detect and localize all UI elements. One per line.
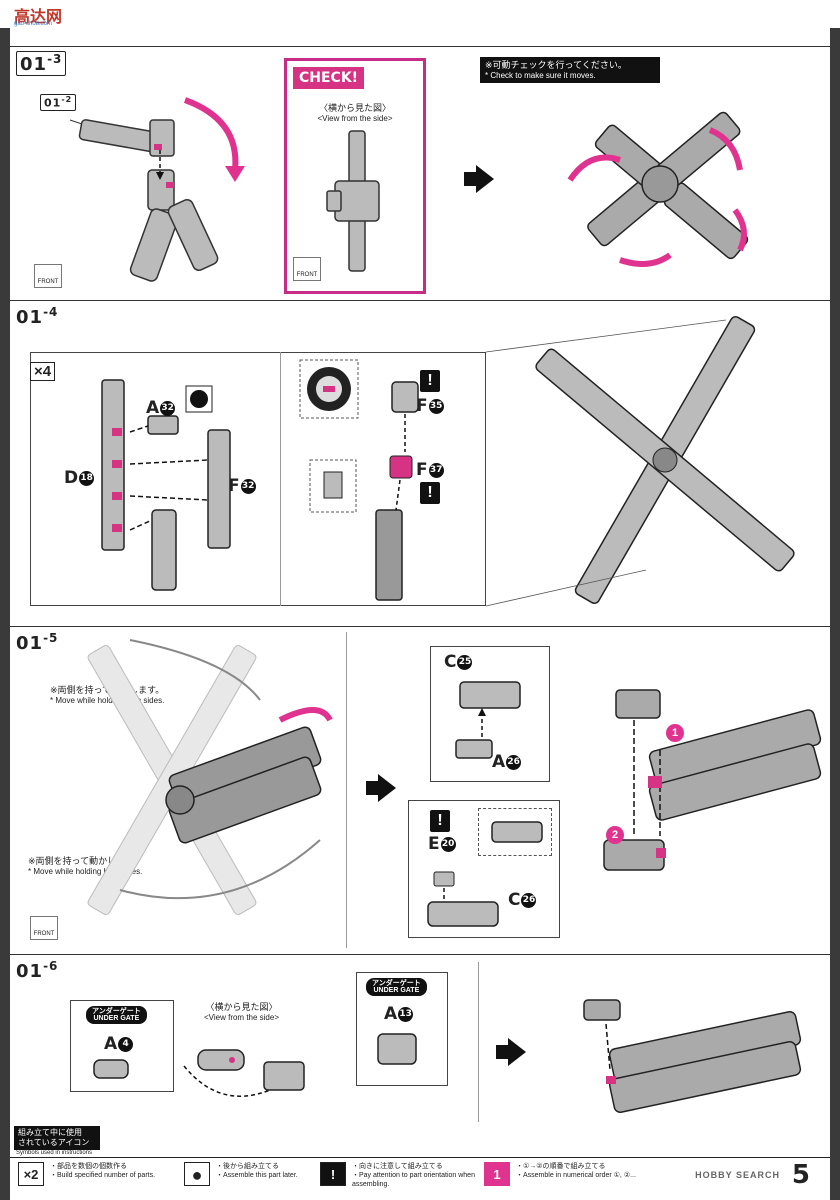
- step-01-4-section: 01-4: [10, 300, 830, 626]
- a4-assembly-illustration: [183, 1049, 305, 1097]
- orientation-warning-icon: !: [420, 370, 440, 392]
- d18-frame-illustration: [101, 379, 231, 591]
- f35-f37-illustration: [299, 359, 419, 601]
- folding-frame-illustration: [87, 639, 333, 915]
- x-joint-movement-illustration: [567, 111, 749, 267]
- next-arrow-icon-2: [366, 774, 396, 802]
- orientation-warning-icon-3: !: [430, 810, 450, 832]
- site-logo-sub: gao-shou.com: [14, 21, 53, 27]
- hold-both-sides-note-2: ※両側を持って動かします。 * Move while holding both …: [28, 856, 143, 876]
- front-indicator-icon-2: FRONT: [30, 916, 58, 940]
- finished-assembly-illustration: [583, 999, 802, 1114]
- legend-item-multiply: ×2 ・部品を数個の個数作る ・Build specified number o…: [18, 1160, 188, 1190]
- side-view-illustration: [326, 130, 380, 272]
- check-panel: CHECK! 〈横から見た図〉 <View from the side> FRO…: [284, 58, 426, 294]
- step-01-5-section: 01-5: [10, 626, 830, 954]
- step-01-5-divider: [346, 632, 347, 948]
- check-front-icon: FRONT: [293, 257, 321, 281]
- x-frame-assembled-illustration: [535, 316, 795, 604]
- legend-item-order: 1 ・①→②の順番で組み立てる ・Assemble in numerical o…: [484, 1160, 664, 1190]
- multiply-icon: ×2: [18, 1162, 44, 1186]
- next-arrow-icon-3: [496, 1038, 526, 1066]
- view-from-side-caption: 〈横から見た図〉 <View from the side>: [204, 1002, 280, 1022]
- order-legend-icon: 1: [484, 1162, 510, 1186]
- assemble-later-icon: [185, 385, 213, 413]
- step-01-6-label: 01-6: [16, 959, 59, 982]
- c25-a26-illustration: [455, 681, 521, 759]
- step-01-4-detail-frame: [30, 352, 486, 606]
- check-tag: CHECK!: [293, 67, 365, 89]
- order-number-2: 2: [606, 826, 624, 844]
- e20-zoom-box: [478, 808, 552, 856]
- zoom-lines: [485, 319, 727, 607]
- detail-divider: [280, 352, 281, 606]
- next-arrow-icon: [464, 165, 494, 193]
- a13-part-illustration: [377, 1033, 417, 1065]
- legend-item-later: ● ・後から組み立てる ・Assemble this part later.: [184, 1160, 324, 1190]
- assembled-base-illustration: [603, 689, 822, 871]
- step-01-6-section: 01-6: [10, 954, 830, 1126]
- e20-c26-detail-frame: [408, 800, 560, 938]
- orientation-legend-icon: !: [320, 1162, 346, 1186]
- a13-detail-frame: [356, 972, 448, 1086]
- step-01-3-label: 01-3: [16, 51, 67, 76]
- c25-a26-detail-frame: [430, 646, 550, 782]
- check-view-caption: 〈横から見た図〉 <View from the side>: [317, 103, 393, 123]
- order-number-1: 1: [666, 724, 684, 742]
- step-01-5-label: 01-5: [16, 631, 59, 654]
- arm-joint-illustration: [69, 97, 245, 282]
- orientation-warning-icon-2: !: [420, 482, 440, 504]
- e20-c26-illustration: [427, 821, 543, 927]
- legend-footer: [10, 1157, 830, 1193]
- legend-item-orientation: ! ・向きに注意して組み立てる ・Pay attention to part o…: [320, 1160, 490, 1190]
- step-01-6-divider: [478, 962, 479, 1122]
- a4-detail-frame: [70, 1000, 174, 1092]
- site-logo: 高达网: [14, 7, 63, 26]
- legend-title-en: Symbols used in instructions: [16, 1150, 93, 1156]
- hobby-search-watermark: HOBBY SEARCH: [695, 1170, 780, 1180]
- movement-check-note: ※可動チェックを行ってください。 * Check to make sure it…: [480, 57, 660, 84]
- a4-part-illustration: [93, 1059, 129, 1079]
- assemble-later-legend-icon: ●: [184, 1162, 210, 1186]
- multiplier-badge: ×4: [30, 362, 56, 381]
- step-01-4-label: 01-4: [16, 305, 59, 328]
- under-gate-badge-2: アンダーゲート UNDER GATE: [366, 978, 427, 996]
- step-01-3-section: 01-3: [10, 46, 830, 300]
- front-indicator-icon: FRONT: [34, 264, 62, 288]
- step-ref-01-2: 01-2: [40, 94, 77, 111]
- legend-title: 組み立て中に使用 されているアイコン: [14, 1126, 100, 1150]
- top-bar: 高达网 gao-shou.com: [0, 0, 840, 28]
- under-gate-badge-1: アンダーゲート UNDER GATE: [86, 1006, 147, 1024]
- page-number: 5: [791, 1160, 810, 1190]
